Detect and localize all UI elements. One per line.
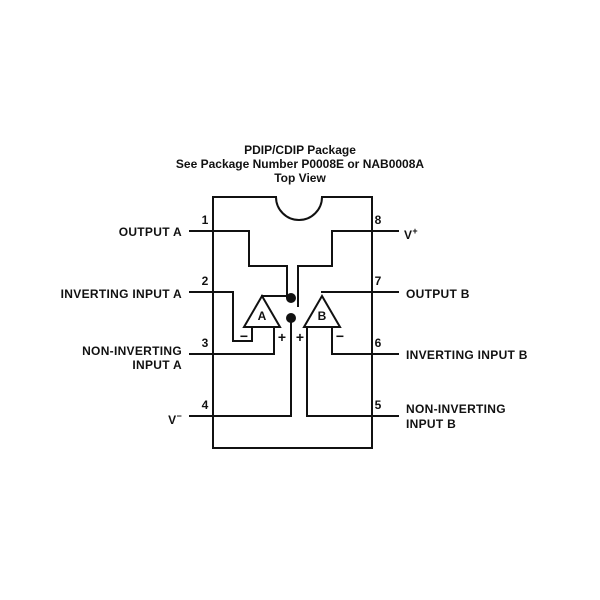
pin-4-number: 4	[201, 398, 209, 412]
pin-5-label-line2: INPUT B	[406, 417, 457, 431]
pin-2-number: 2	[201, 274, 209, 288]
pin-8-number: 8	[374, 213, 382, 227]
wire-inv-b	[331, 326, 373, 355]
wire-inv-a	[212, 291, 253, 342]
opamp-a-label: A	[258, 309, 267, 323]
pin-1-label: OUTPUT A	[118, 225, 182, 239]
opamp-a-plus: +	[278, 329, 286, 345]
wire-vminus	[212, 317, 292, 417]
view-label: Top View	[274, 171, 326, 185]
opamp-b-triangle	[302, 294, 342, 328]
wire-output-a	[212, 230, 288, 298]
wire-noninv-b	[306, 326, 373, 417]
opamp-a-minus: −	[240, 328, 248, 344]
package-notch	[274, 195, 324, 221]
junction-dot	[286, 293, 296, 303]
opamp-b-minus: −	[336, 328, 344, 344]
pin-6-label: INVERTING INPUT B	[406, 348, 528, 362]
pin-2-label: INVERTING INPUT A	[60, 287, 182, 301]
wire-noninv-a	[212, 326, 275, 355]
wire-vplus	[297, 230, 373, 307]
pin-5-label-line1: NON-INVERTING	[406, 402, 506, 416]
pin-4-label: V−	[168, 411, 182, 427]
pin-6-number: 6	[374, 336, 382, 350]
opamp-b-label: B	[318, 309, 327, 323]
pin-1-number: 1	[201, 213, 209, 227]
opamp-b-plus: +	[296, 329, 304, 345]
pin-8-label: V+	[404, 226, 418, 242]
pin-3-label-line1: NON-INVERTING	[82, 344, 182, 358]
pin-7-number: 7	[374, 274, 382, 288]
pin-5-number: 5	[374, 398, 382, 412]
pin-3-number: 3	[201, 336, 209, 350]
pin-3-label-line2: INPUT A	[132, 358, 182, 372]
package-title: PDIP/CDIP Package	[244, 143, 356, 157]
package-number: See Package Number P0008E or NAB0008A	[175, 157, 425, 171]
junction-dot	[286, 313, 296, 323]
opamp-a-triangle	[242, 294, 282, 328]
pin-7-label: OUTPUT B	[406, 287, 470, 301]
package-outline	[212, 196, 373, 449]
